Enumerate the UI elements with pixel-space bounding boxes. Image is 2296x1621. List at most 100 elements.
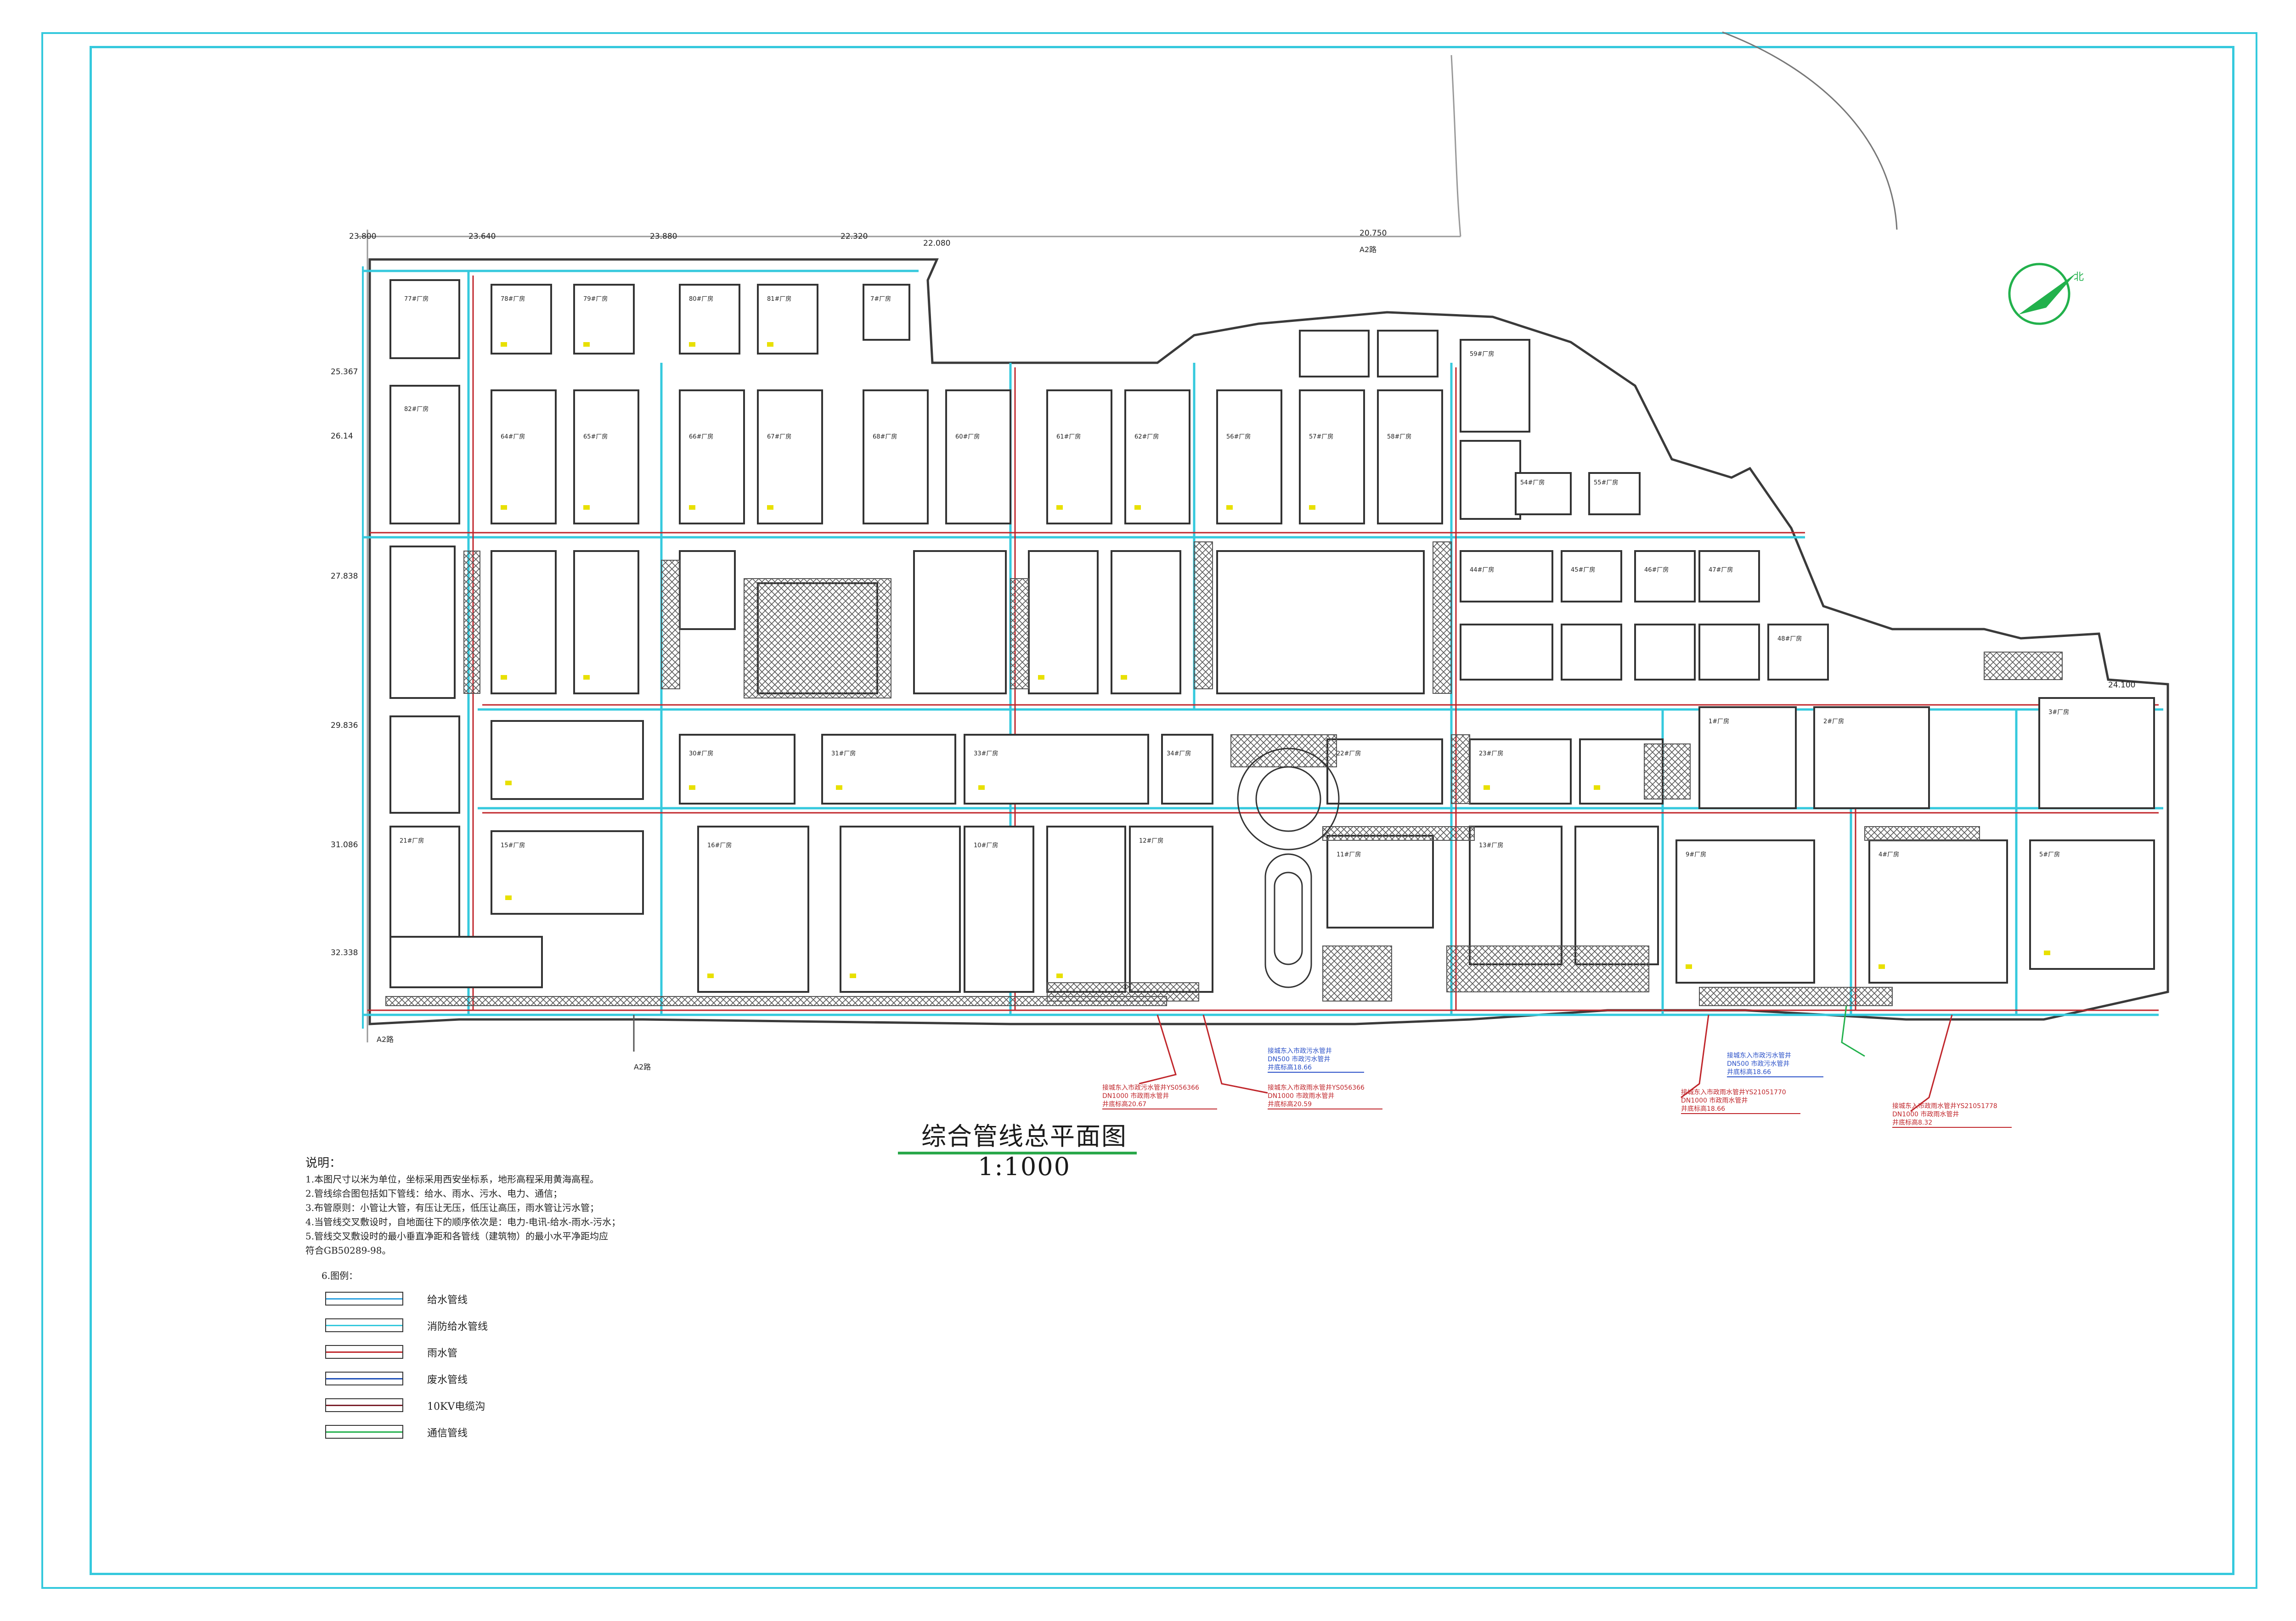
note-item: 符合GB50289-98。 (305, 1245, 391, 1256)
legend-item: 给水管线 (322, 1288, 643, 1315)
note-item: 4.当管线交叉敷设时，自地面往下的顺序依次是：电力-电讯-给水-雨水-污水； (305, 1216, 621, 1227)
elevation-top-4: 22.320 (841, 232, 868, 241)
block-label: 44#厂房 (1470, 567, 1495, 574)
legend-swatch (325, 1292, 403, 1306)
drawing-title: 综合管线总平面图1:1000 (921, 1122, 1127, 1181)
legend-swatch (325, 1372, 403, 1385)
road-label-top: A2路 (1360, 245, 1377, 254)
block-label: 78#厂房 (501, 296, 525, 303)
connection-callout: 接城东入市政污水管井 DN500 市政污水管井 井底标高18.66 (1268, 1047, 1364, 1073)
legend-item: 消防给水管线 (322, 1315, 643, 1341)
legend-item: 10KV电缆沟 (322, 1395, 643, 1421)
legend-item: 通信管线 (322, 1421, 643, 1448)
connection-line3: 井底标高8.32 (1892, 1119, 1933, 1126)
block-label: 7#厂房 (870, 296, 891, 303)
connection-line3: 井底标高18.66 (1681, 1105, 1726, 1113)
connection-line2: DN1000 市政雨水管井 (1102, 1092, 1169, 1100)
block-label: 10#厂房 (974, 842, 999, 849)
block-label: 16#厂房 (707, 842, 732, 849)
road-label-bottom: A2路 (377, 1035, 394, 1044)
elevation-left-2: 26.14 (331, 432, 353, 441)
block-label: 21#厂房 (400, 838, 424, 844)
notes-heading: 说明： (305, 1156, 342, 1170)
connection-callout: 接城东入市政污水管井YS056366 DN1000 市政雨水管井 井底标高20.… (1102, 1084, 1217, 1109)
connection-line1: 接城东入市政雨水管井YS056366 (1268, 1084, 1365, 1092)
parking-hatch (385, 541, 2063, 1006)
site-boundary (368, 258, 2169, 1025)
roundabout (1237, 748, 1340, 988)
north-arrow (2008, 263, 2076, 325)
block-label: 65#厂房 (583, 433, 608, 440)
outer-frame (41, 32, 2257, 1589)
block-label: 34#厂房 (1167, 750, 1191, 757)
note-item: 1.本图尺寸以米为单位，坐标采用西安坐标系，地形高程采用黄海高程。 (305, 1174, 599, 1185)
block-label: 31#厂房 (831, 750, 856, 757)
block-label: 61#厂房 (1056, 433, 1081, 440)
connection-line3: 井底标高18.66 (1727, 1069, 1771, 1076)
north-label: 北 (2074, 271, 2084, 283)
telecom-line (1841, 1005, 1865, 1057)
legend-label: 通信管线 (427, 1428, 468, 1439)
connection-line1: 接城东入市政污水管井 (1727, 1052, 1791, 1059)
block-label: 77#厂房 (404, 296, 429, 303)
legend-label: 雨水管 (427, 1348, 458, 1359)
elevation-top-2: 23.640 (468, 232, 496, 241)
elevation-top-1: 23.800 (349, 232, 377, 241)
block-label: 1#厂房 (1709, 718, 1730, 725)
block-label: 4#厂房 (1879, 851, 1900, 858)
block-label: 12#厂房 (1139, 838, 1164, 844)
block-label: 68#厂房 (873, 433, 897, 440)
road-curve-top (1450, 55, 1461, 237)
road-label-bottom-left: A2路 (634, 1063, 651, 1071)
legend-item: 废水管线 (322, 1368, 643, 1395)
block-label: 59#厂房 (1470, 351, 1495, 358)
title-underline (898, 1152, 1137, 1154)
block-label: 54#厂房 (1520, 479, 1545, 486)
block-label: 60#厂房 (955, 433, 980, 440)
legend: 6.图例： 给水管线 消防给水管线 雨水管 废水管线 10KV电缆沟 通信管线 (322, 1268, 643, 1448)
connection-line2: DN1000 市政雨水管井 (1268, 1092, 1335, 1100)
block-label: 81#厂房 (767, 296, 792, 303)
connection-line3: 井底标高18.66 (1268, 1064, 1312, 1071)
block-label: 2#厂房 (1823, 718, 1845, 725)
block-label: 3#厂房 (2048, 709, 2070, 716)
note-item: 2.管线综合图包括如下管线：给水、雨水、污水、电力、通信； (305, 1188, 563, 1199)
elevation-top-5: 22.080 (923, 239, 951, 248)
block-label: 47#厂房 (1709, 567, 1733, 574)
legend-label: 给水管线 (427, 1295, 468, 1306)
block-label: 55#厂房 (1594, 479, 1619, 486)
outlet-lines (1139, 1014, 1953, 1112)
connection-line1: 接城东入市政污水管井YS056366 (1102, 1084, 1199, 1092)
legend-item: 雨水管 (322, 1341, 643, 1368)
block-label: 80#厂房 (689, 296, 714, 303)
note-item: 5.管线交叉敷设时的最小垂直净距和各管线（建筑物）的最小水平净距均应 (305, 1231, 609, 1242)
legend-swatch (325, 1318, 403, 1332)
legend-label: 废水管线 (427, 1374, 468, 1386)
connection-line1: 接城东入市政雨水管井YS21051778 (1892, 1103, 1997, 1110)
pipe-markers (501, 342, 2050, 978)
block-label: 79#厂房 (583, 296, 608, 303)
block-label: 66#厂房 (689, 433, 714, 440)
block-label: 33#厂房 (974, 750, 999, 757)
block-label: 30#厂房 (689, 750, 714, 757)
block-label: 15#厂房 (501, 842, 525, 849)
block-label: 56#厂房 (1226, 433, 1251, 440)
block-label: 82#厂房 (404, 406, 429, 413)
connection-line2: DN500 市政污水管井 (1268, 1056, 1331, 1063)
block-label: 13#厂房 (1479, 842, 1504, 849)
connection-callout: 接城东入市政雨水管井YS21051778 DN1000 市政雨水管井 井底标高8… (1892, 1102, 2012, 1128)
block-label: 9#厂房 (1686, 851, 1707, 858)
connection-line3: 井底标高20.59 (1268, 1101, 1312, 1108)
block-label: 46#厂房 (1644, 567, 1669, 574)
legend-label: 10KV电缆沟 (427, 1401, 485, 1413)
connection-line1: 接城东入市政污水管井 (1268, 1047, 1332, 1055)
legend-label: 消防给水管线 (427, 1321, 488, 1333)
buildings (389, 279, 2155, 993)
block-label: 58#厂房 (1387, 433, 1412, 440)
note-item: 3.布管原则：小管让大管，有压让无压，低压让高压，雨水管让污水管； (305, 1202, 599, 1213)
block-label: 62#厂房 (1134, 433, 1159, 440)
elevation-top-3: 23.880 (650, 232, 677, 241)
elevation-left-1: 25.367 (331, 367, 358, 377)
